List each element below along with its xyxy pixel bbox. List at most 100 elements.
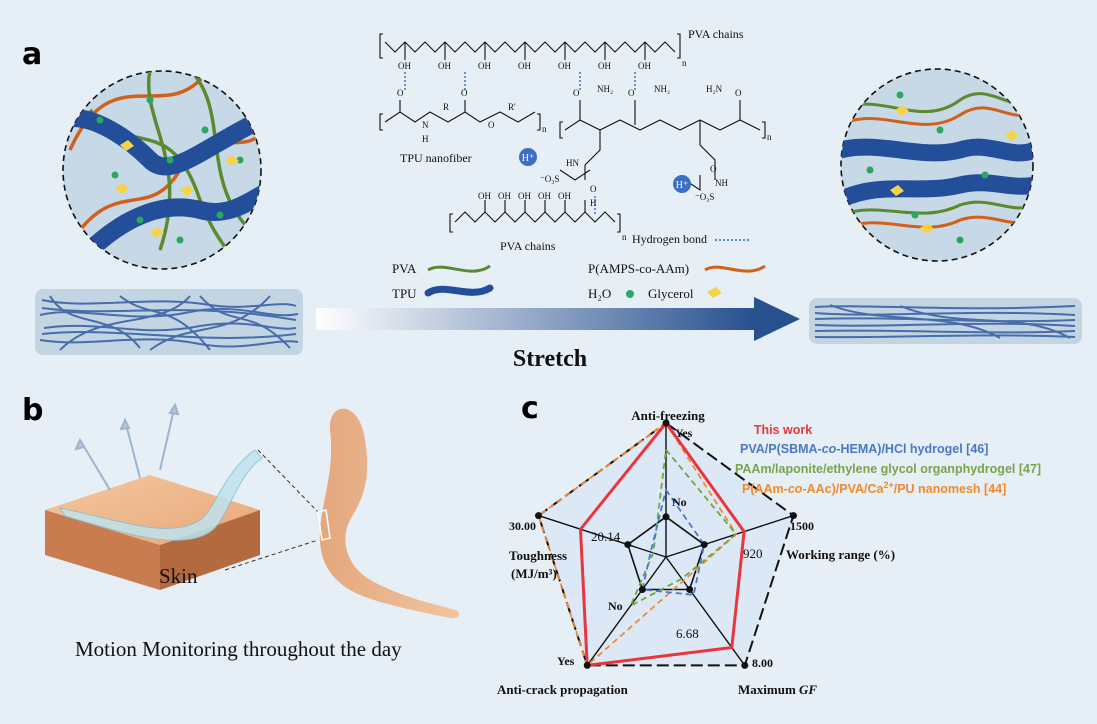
radar-chart [535,419,797,669]
chemical-structure [379,33,766,241]
tick-toughness: 30.00 [509,519,536,533]
legend-paam-aac-sup: 2+ [883,480,893,490]
caption-motion-monitoring: Motion Monitoring throughout the day [75,637,402,661]
atom-n: N [422,120,429,130]
inner-maximum-gf: 6.68 [676,626,699,641]
atom-oh: OH [398,61,411,71]
network-magnified-stretched [840,68,1034,262]
proton-label: H⁺ [676,180,689,191]
atom-hn: HN [566,158,579,168]
radar-axis-dot [624,541,632,549]
legend-h2o-swatch [626,290,634,298]
subscript-n: n [542,124,547,134]
legend-paam-aac-part1: P(AAm- [742,482,788,496]
atom-oh: OH [438,61,451,71]
axis-label-toughness-2: (MJ/m³) [511,566,557,581]
skin-sensor-illustration [45,402,263,590]
atom-oh: OH [558,61,571,71]
legend-pamps-label: P(AMPS-co-AAm) [588,261,689,276]
tick-working-range: 1500 [790,519,814,533]
atom-o: O [573,88,580,98]
axis-label-maximum-gf-prefix: Maximum [738,682,799,697]
atom-oh: OH [538,191,551,201]
radar-series-polygon [537,421,738,667]
radar-inner-pentagon [626,515,706,591]
legend-pva-sbma-part1: PVA/P(SBMA- [740,442,822,456]
radar-spoke [586,556,667,666]
radar-spoke [665,514,794,558]
legend-pva-sbma-part2: -HEMA)/HCl hydrogel [46] [836,442,988,456]
inner-anti-freezing: No [672,495,687,509]
atom-h: H [590,198,597,208]
atom-r-prime: R' [508,102,516,112]
zoom-lines [224,449,319,571]
atom-oh: OH [478,61,491,71]
proton-marker: H⁺ [673,175,691,193]
inner-toughness: 20.14 [591,529,621,544]
proton-label: H⁺ [522,153,535,164]
legend-pva-sbma-italic: co [822,442,837,456]
legend-glycerol-swatch [707,287,722,298]
atom-oh: OH [518,61,531,71]
label-tpu-nanofiber: TPU nanofiber [400,151,472,165]
atom-oh: OH [478,191,491,201]
atom-o: O [488,120,495,130]
panel-letter-c: c [521,391,539,426]
radar-axis-dot [535,512,543,520]
legend-pva-swatch [427,264,491,273]
radar-axis-dot [700,541,708,549]
subscript-n: n [622,232,627,242]
tick-anti-freezing: Yes [675,426,693,440]
atom-o: O [461,88,468,98]
subscript-n: n [767,132,772,142]
legend-pamps-swatch [704,264,766,273]
axis-label-toughness-1: Toughness [509,548,567,563]
panel-letter-a: a [22,37,42,72]
radar-series-polygon [641,487,706,596]
tick-maximum-gf: 8.00 [752,656,773,670]
chemical-atom-labels: OH OH OH OH OH OH OH n O O N H R O R' n … [397,58,772,242]
legend-pva-sbma: PVA/P(SBMA-co-HEMA)/HCl hydrogel [46] [740,442,988,456]
atom-oh: OH [638,61,651,71]
legend-paam-aac-part2: -AAc)/PVA/Ca [802,482,884,496]
legend-paam-laponite: PAAm/laponite/ethylene glycol organphydr… [735,462,1041,476]
atom-oh: OH [598,61,611,71]
atom-o: O [590,184,597,194]
atom-o: O [710,164,717,174]
atom-oh: OH [558,191,571,201]
radar-axis-dot [662,419,670,427]
atom-o: O [397,88,404,98]
skin-label: Skin [159,564,198,588]
legend-tpu-label: TPU [392,286,417,301]
legend-paam-aac-italic: co [788,482,803,496]
radar-spoke [538,514,667,558]
atom-h: H [422,134,429,144]
network-magnified-relaxed [62,70,262,270]
radar-axis-dot [789,512,797,520]
proton-marker: H⁺ [519,148,537,166]
legend-h2o-label: H₂O [588,286,611,301]
inner-anti-crack: No [608,599,623,613]
subscript-n: n [682,58,687,68]
fiber-mat-relaxed [35,289,303,355]
radar-axis-dot [638,586,646,594]
legend-this-work: This work [754,423,812,437]
atom-h2n: H₂N [706,84,723,94]
legend-paam-aac-part3: /PU nanomesh [44] [894,482,1007,496]
inner-working-range: 920 [743,546,763,561]
material-legend: PVA TPU P(AMPS-co-AAm) H₂O Glycerol [392,261,766,301]
radar-axis-dot [662,513,670,521]
radar-axis-dots [535,419,797,669]
axis-label-maximum-gf: Maximum GF [738,682,817,697]
legend-tpu-swatch [424,284,494,297]
axis-label-working-range: Working range (%) [786,547,895,562]
tick-anti-crack: Yes [557,654,575,668]
atom-o3s: ⁻O₃S [540,174,559,184]
atom-o: O [735,88,742,98]
label-hydrogen-bond: Hydrogen bond [632,232,707,246]
legend-glycerol-label: Glycerol [648,286,694,301]
atom-o: O [628,88,635,98]
label-pva-chains-bottom: PVA chains [500,239,556,253]
